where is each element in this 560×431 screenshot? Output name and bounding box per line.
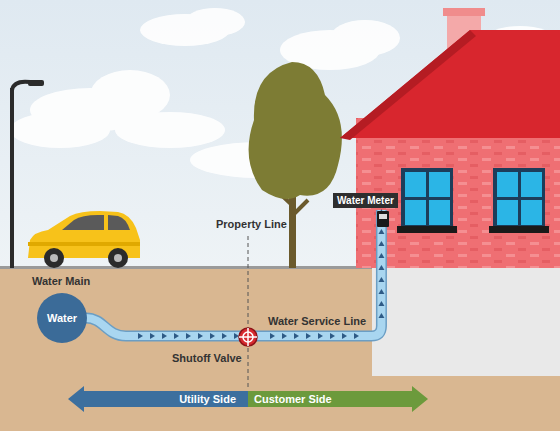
flow-chevron xyxy=(282,333,287,339)
side-label: Customer Side xyxy=(254,386,332,412)
flow-chevron xyxy=(234,333,239,339)
node-bandL: Utility Side xyxy=(68,386,248,412)
flow-chevron xyxy=(378,229,384,234)
flow-chevron xyxy=(210,333,215,339)
flow-chevron xyxy=(378,253,384,258)
water-main-fill xyxy=(37,293,87,343)
pipe-outline xyxy=(86,210,381,336)
flow-chevron xyxy=(186,333,191,339)
node-bandR: Customer Side xyxy=(248,386,428,412)
flow-chevron xyxy=(174,333,179,339)
meter-device xyxy=(377,211,389,227)
valve-label: Shutoff Valve xyxy=(172,352,242,364)
flow-chevron xyxy=(378,289,384,294)
pipe-fill xyxy=(86,210,381,336)
property-line-label: Property Line xyxy=(216,218,287,230)
pipe-label: Water Service Line xyxy=(268,315,366,327)
flow-chevron xyxy=(162,333,167,339)
arrow-band xyxy=(248,386,428,412)
flow-chevron xyxy=(354,333,359,339)
shutoff-valve xyxy=(239,328,257,346)
flow-chevron xyxy=(306,333,311,339)
flow-chevron xyxy=(198,333,203,339)
flow-chevron xyxy=(342,333,347,339)
flow-chevron xyxy=(294,333,299,339)
flow-chevron xyxy=(378,241,384,246)
side-label: Utility Side xyxy=(179,386,236,412)
flow-chevron xyxy=(150,333,155,339)
water-main-text: Water xyxy=(36,292,88,344)
flow-chevron xyxy=(330,333,335,339)
arrow-band xyxy=(68,386,248,412)
flow-chevron xyxy=(378,313,384,318)
flow-chevron xyxy=(378,265,384,270)
flow-chevron xyxy=(378,301,384,306)
water-main-heading: Water Main xyxy=(32,275,90,287)
flow-chevron xyxy=(318,333,323,339)
flow-chevron xyxy=(270,333,275,339)
flow-chevron xyxy=(138,333,143,339)
flow-chevron xyxy=(222,333,227,339)
node-circle: Water MainWater xyxy=(36,292,88,344)
water-service-pipe xyxy=(86,210,384,339)
node-tag: Water Meter xyxy=(333,193,398,208)
flow-chevron xyxy=(378,277,384,282)
meter-label: Water Meter xyxy=(337,195,394,206)
